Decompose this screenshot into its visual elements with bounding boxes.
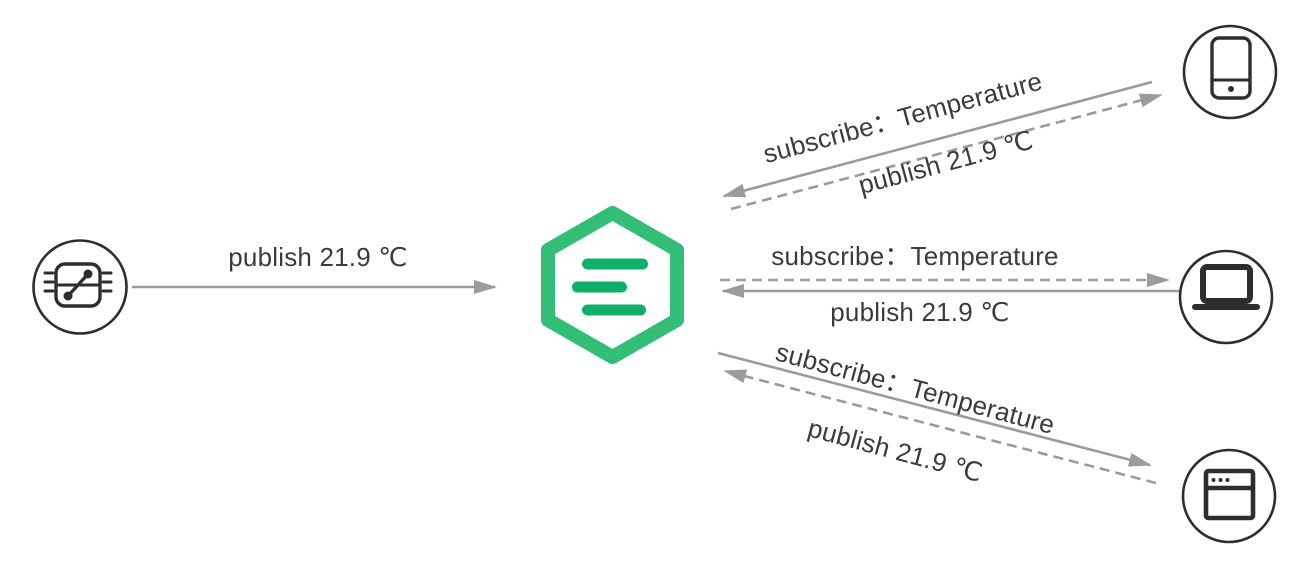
sensor-publish-label: publish 21.9 ℃ <box>228 242 407 272</box>
emqx-logo-icon <box>541 206 684 364</box>
laptop-icon <box>1192 264 1260 310</box>
sensor-chip-icon <box>43 262 113 308</box>
broker-node <box>541 206 684 364</box>
sensor-node-circle <box>32 239 128 335</box>
subscribe-arrow-solid <box>722 80 1153 198</box>
publish-label: publish 21.9 ℃ <box>805 413 986 488</box>
browser-window-icon <box>1203 468 1256 521</box>
edge-broker-browser: subscribe：Temperature publish 21.9 ℃ <box>717 337 1157 488</box>
phone-node <box>1182 24 1278 120</box>
subscribe-label: subscribe：Temperature <box>771 241 1058 271</box>
subscribe-arrow-solid <box>717 351 1152 467</box>
browser-node <box>1181 448 1277 544</box>
sensor-node <box>32 239 128 335</box>
publish-arrow-dashed <box>723 369 1157 485</box>
edge-sensor-to-broker: publish 21.9 ℃ <box>132 242 497 294</box>
edge-broker-phone: subscribe：Temperature publish 21.9 ℃ <box>722 66 1163 211</box>
laptop-node <box>1178 249 1274 345</box>
phone-node-circle <box>1182 24 1278 120</box>
edge-broker-laptop: subscribe：Temperature publish 21.9 ℃ <box>720 241 1180 327</box>
publish-label: publish 21.9 ℃ <box>830 297 1009 327</box>
smartphone-icon <box>1210 36 1252 100</box>
browser-node-circle <box>1181 448 1277 544</box>
publish-arrow-dashed <box>730 93 1163 211</box>
